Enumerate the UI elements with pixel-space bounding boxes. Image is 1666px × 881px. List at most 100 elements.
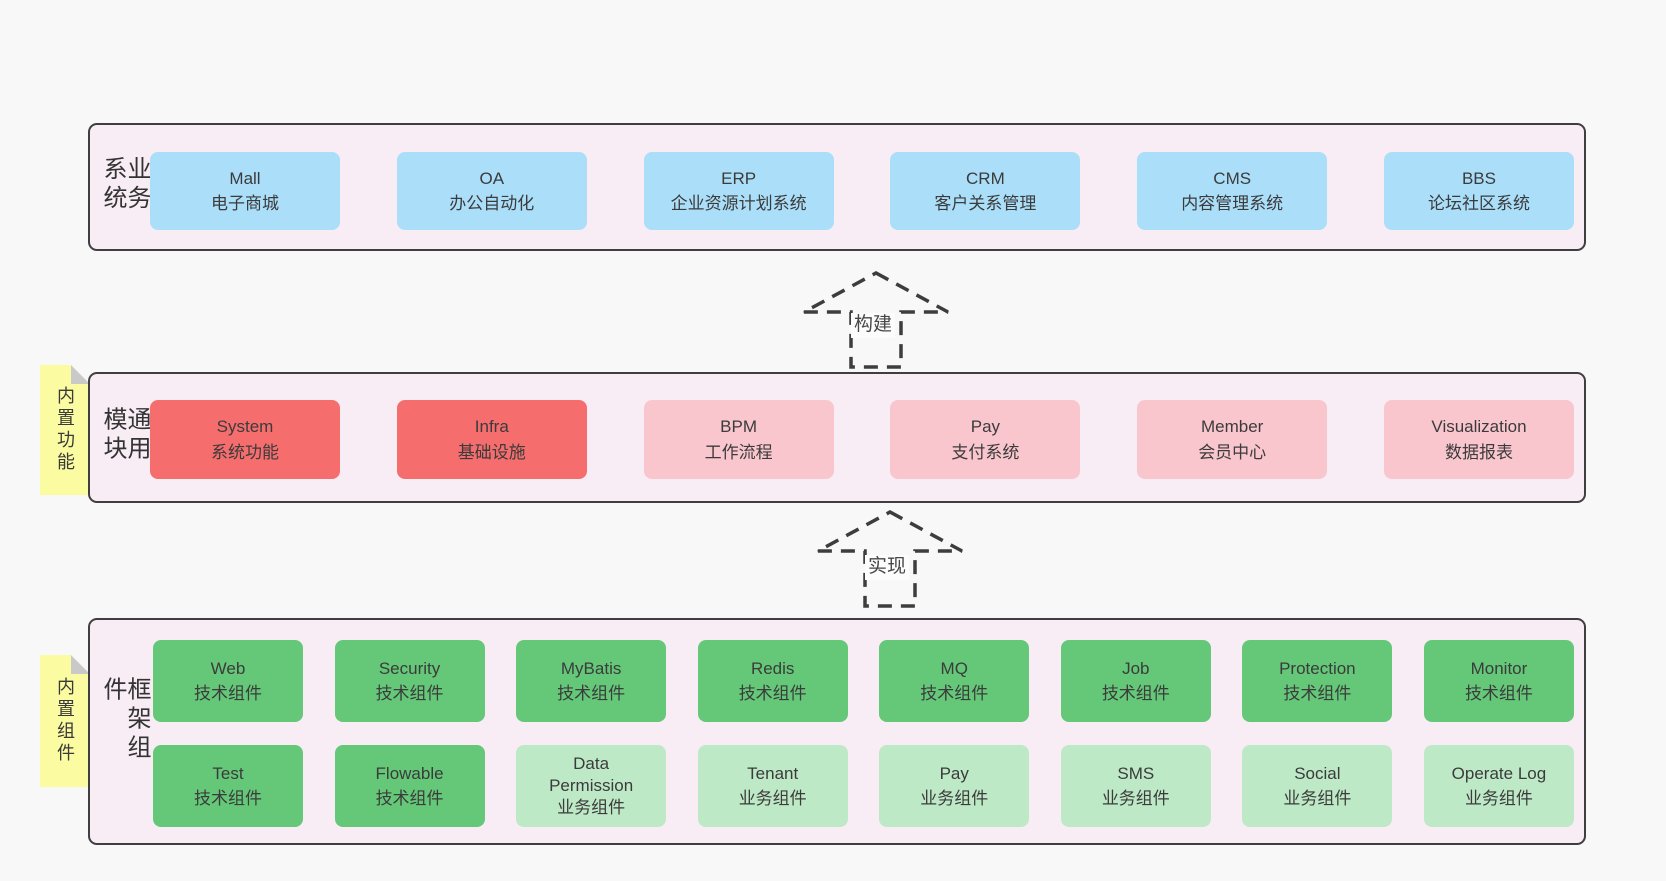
box-erp: ERP 企业资源计划系统 <box>643 152 834 230</box>
sticky-note-builtin-components: 内置组件 <box>40 655 90 787</box>
box-title: Mall <box>229 168 261 188</box>
box-subtitle: 数据报表 <box>1444 442 1513 462</box>
box-title: CMS <box>1213 168 1252 188</box>
box-title: Security <box>378 658 441 678</box>
box-pay-biz: Pay 业务组件 <box>879 745 1030 827</box>
box-subtitle: 内容管理系统 <box>1181 194 1284 213</box>
box-subtitle: 技术组件 <box>375 789 444 808</box>
box-title: MQ <box>940 658 968 678</box>
box-title: Pay <box>939 763 969 783</box>
box-visualization: Visualization 数据报表 <box>1383 400 1574 479</box>
box-subtitle: 技术组件 <box>1101 684 1170 703</box>
box-bbs: BBS 论坛社区系统 <box>1383 152 1574 230</box>
box-title: ERP <box>721 168 757 188</box>
box-test: Test 技术组件 <box>153 745 303 827</box>
box-subtitle: 工作流程 <box>704 442 773 462</box>
box-security: Security 技术组件 <box>334 640 485 722</box>
box-title: Flowable <box>375 763 444 783</box>
dashed-up-arrow-icon <box>803 271 949 369</box>
box-crm: CRM 客户关系管理 <box>890 152 1081 230</box>
box-subtitle: 业务组件 <box>738 789 807 808</box>
box-subtitle: 企业资源计划系统 <box>670 194 807 213</box>
box-cms: CMS 内容管理系统 <box>1137 152 1328 230</box>
box-subtitle: 支付系统 <box>951 442 1020 462</box>
band-label-common-modules: 通用模块 <box>99 405 150 464</box>
box-sms: SMS 业务组件 <box>1060 745 1211 827</box>
box-subtitle: 业务组件 <box>920 789 989 808</box>
box-title: Pay <box>970 417 1001 436</box>
box-data-permission: Data Permission 业务组件 <box>516 745 667 827</box>
box-title: CRM <box>966 168 1005 188</box>
box-pay: Pay 支付系统 <box>890 400 1081 479</box>
box-title: BPM <box>720 417 758 436</box>
box-subtitle: 基础设施 <box>457 442 526 462</box>
box-subtitle: 办公自动化 <box>449 194 535 213</box>
box-title: Social <box>1294 763 1341 783</box>
box-title: Job <box>1122 658 1150 678</box>
band-framework-components: 框架组件 Web 技术组件 Security 技术组件 MyBatis 技术组件… <box>88 618 1586 845</box>
box-social: Social 业务组件 <box>1242 745 1393 827</box>
box-flowable: Flowable 技术组件 <box>334 745 485 827</box>
box-title: Member <box>1201 417 1264 436</box>
box-title: OA <box>479 168 505 188</box>
box-infra: Infra 基础设施 <box>396 400 587 479</box>
box-operate-log: Operate Log 业务组件 <box>1423 745 1574 827</box>
box-redis: Redis 技术组件 <box>697 640 848 722</box>
band-business-systems: 业务系统 Mall 电子商城 OA 办公自动化 ERP 企业资源计划系统 CRM… <box>88 123 1586 251</box>
box-title: MyBatis <box>560 658 622 678</box>
box-title: SMS <box>1117 763 1155 783</box>
sticky-note-builtin-features: 内置功能 <box>40 365 90 495</box>
box-subtitle: 系统功能 <box>211 442 279 462</box>
sticky-label: 内置功能 <box>55 386 75 474</box>
box-mybatis: MyBatis 技术组件 <box>516 640 667 722</box>
dashed-up-arrow-icon <box>817 510 963 608</box>
box-title: BBS <box>1461 168 1496 188</box>
arrow-label-implement: 实现 <box>865 555 910 580</box>
box-subtitle: 论坛社区系统 <box>1427 194 1530 213</box>
box-subtitle: 技术组件 <box>194 789 262 808</box>
box-subtitle: 技术组件 <box>1283 684 1352 703</box>
box-system: System 系统功能 <box>150 400 340 479</box>
box-protection: Protection 技术组件 <box>1242 640 1393 722</box>
box-title: Redis <box>750 658 795 678</box>
box-title: Test <box>212 763 244 783</box>
box-mall: Mall 电子商城 <box>150 152 340 230</box>
box-subtitle: 业务组件 <box>557 798 626 818</box>
box-subtitle: 技术组件 <box>375 684 444 703</box>
band-label-framework-components: 框架组件 <box>99 675 150 763</box>
box-subtitle: 业务组件 <box>1283 789 1352 808</box>
box-web: Web 技术组件 <box>153 640 303 722</box>
arrow-up-build <box>801 270 951 375</box>
box-title: Web <box>210 658 246 678</box>
common-modules-row: System 系统功能 Infra 基础设施 BPM 工作流程 Pay 支付系统… <box>150 400 1574 479</box>
box-subtitle: 技术组件 <box>738 684 807 703</box>
framework-components-row-1: Web 技术组件 Security 技术组件 MyBatis 技术组件 Redi… <box>153 640 1574 722</box>
box-bpm: BPM 工作流程 <box>643 400 834 479</box>
box-title: Monitor <box>1470 658 1528 678</box>
box-tenant: Tenant 业务组件 <box>697 745 848 827</box>
box-subtitle: 电子商城 <box>211 194 279 213</box>
box-title: Tenant <box>747 763 799 783</box>
box-title: Data Permission <box>549 753 634 795</box>
box-title: System <box>216 417 274 436</box>
arrow-label-build: 构建 <box>851 313 896 338</box>
box-subtitle: 技术组件 <box>557 684 626 703</box>
box-subtitle: 业务组件 <box>1464 789 1533 808</box>
arrow-up-implement <box>815 509 965 614</box>
box-subtitle: 客户关系管理 <box>934 194 1037 213</box>
box-title: Visualization <box>1431 417 1527 436</box>
box-member: Member 会员中心 <box>1137 400 1328 479</box>
band-common-modules: 通用模块 System 系统功能 Infra 基础设施 BPM 工作流程 Pay… <box>88 372 1586 503</box>
box-subtitle: 技术组件 <box>920 684 989 703</box>
box-oa: OA 办公自动化 <box>396 152 587 230</box>
box-title: Infra <box>474 417 509 436</box>
box-mq: MQ 技术组件 <box>879 640 1030 722</box>
box-job: Job 技术组件 <box>1060 640 1211 722</box>
box-monitor: Monitor 技术组件 <box>1423 640 1574 722</box>
framework-components-row-2: Test 技术组件 Flowable 技术组件 Data Permission … <box>153 745 1574 827</box>
box-title: Operate Log <box>1451 763 1547 783</box>
sticky-label: 内置组件 <box>55 677 75 765</box>
box-subtitle: 技术组件 <box>194 684 262 703</box>
box-subtitle: 技术组件 <box>1464 684 1533 703</box>
